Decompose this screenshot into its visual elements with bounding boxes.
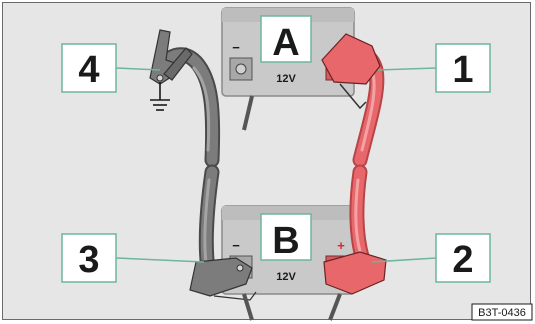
black-cable-upper	[162, 47, 221, 168]
step-3-number: 3	[78, 239, 99, 281]
step-4-label: 4	[61, 43, 117, 93]
battery-b-letter: B	[272, 220, 299, 262]
black-clamp-battery-b	[189, 257, 257, 301]
battery-b-minus-sign: −	[232, 238, 240, 253]
step-4-number: 4	[78, 49, 99, 91]
black-cable-lower	[198, 164, 220, 278]
red-clamp-battery-b	[323, 251, 387, 321]
step-1-label: 1	[435, 43, 491, 93]
battery-b: B 12V − +	[221, 205, 355, 295]
battery-a-label-box	[260, 15, 312, 63]
battery-b-ground-lead	[242, 293, 254, 321]
callout-lines	[115, 67, 437, 263]
battery-a-voltage: 12V	[276, 73, 296, 85]
battery-a: A 12V − +	[221, 7, 355, 97]
battery-a-negative-lead	[242, 95, 254, 131]
reference-code-box: B3T-0436	[471, 303, 533, 321]
battery-a-letter: A	[272, 22, 299, 64]
step-3-label: 3	[61, 233, 117, 283]
battery-b-label-box	[260, 213, 312, 261]
red-clamp-battery-a	[321, 33, 381, 110]
battery-a-minus-sign: −	[232, 40, 240, 55]
step-2-number: 2	[452, 239, 473, 281]
step-1-number: 1	[452, 49, 473, 91]
ground-icon	[150, 82, 170, 111]
battery-b-plus-sign: +	[337, 238, 345, 253]
battery-b-voltage: 12V	[276, 271, 296, 283]
step-2-label: 2	[435, 233, 491, 283]
reference-code: B3T-0436	[478, 307, 526, 319]
